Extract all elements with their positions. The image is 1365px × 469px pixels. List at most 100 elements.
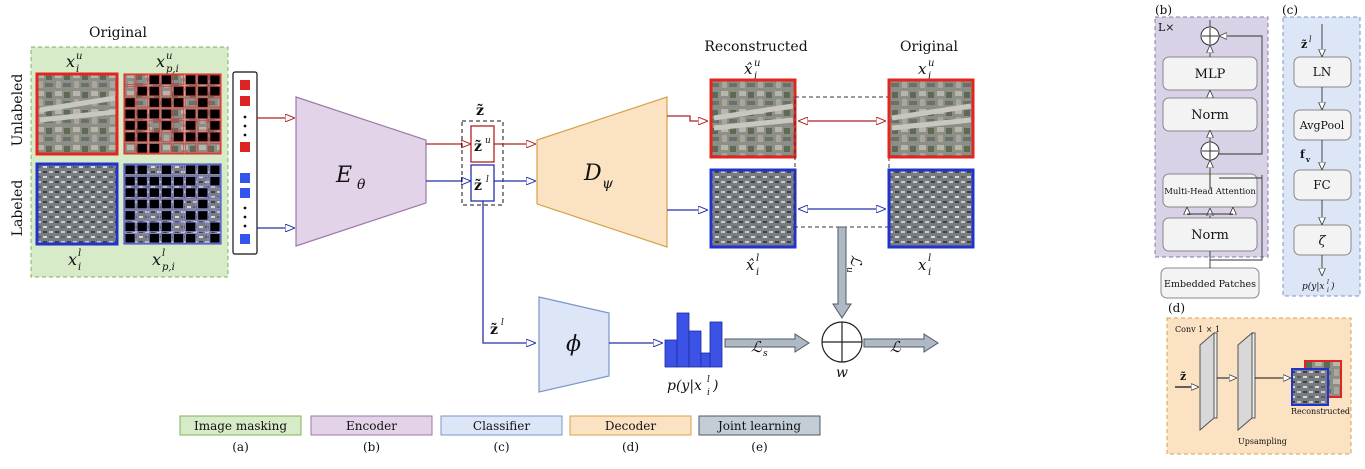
svg-text:i: i bbox=[78, 262, 81, 273]
legend-tag: (b) bbox=[363, 440, 380, 454]
weight-label: w bbox=[836, 365, 848, 381]
panel-b-repeat: L× bbox=[1158, 21, 1175, 34]
svg-text:u: u bbox=[844, 267, 854, 273]
svg-text:l: l bbox=[707, 375, 710, 385]
x-pl-label: x p,i l bbox=[152, 248, 175, 273]
svg-text:x: x bbox=[918, 256, 927, 274]
svg-text:LN: LN bbox=[1313, 65, 1331, 79]
svg-text:x: x bbox=[152, 250, 161, 269]
labeled-side-label: Labeled bbox=[10, 180, 26, 237]
arrow-decoder-recon-u bbox=[667, 115, 707, 121]
panel-c-z-label: z̃ l bbox=[1301, 35, 1312, 51]
svg-text:ψ: ψ bbox=[602, 176, 614, 192]
svg-text:l: l bbox=[1327, 279, 1329, 286]
svg-text:D: D bbox=[583, 161, 602, 186]
legend-label: Joint learning bbox=[716, 419, 801, 433]
svg-text:u: u bbox=[76, 51, 82, 62]
x-l-label: x i l bbox=[68, 248, 81, 273]
total-loss-arrow bbox=[863, 333, 939, 353]
token-blue bbox=[240, 188, 250, 198]
panel-c-tag: (c) bbox=[1282, 3, 1298, 17]
legend-label: Classifier bbox=[473, 419, 530, 433]
svg-text:i: i bbox=[1327, 287, 1329, 294]
classifier-block bbox=[538, 296, 610, 393]
avgpool-block bbox=[1293, 109, 1352, 141]
svg-text:Norm: Norm bbox=[1191, 228, 1229, 243]
legend-swatch bbox=[310, 415, 433, 436]
svg-text:ζ: ζ bbox=[1318, 234, 1326, 249]
svg-text:l: l bbox=[1309, 35, 1312, 44]
svg-text:E: E bbox=[335, 163, 352, 188]
legend: Image masking(a)Encoder(b)Classifier(c)D… bbox=[179, 415, 821, 454]
svg-text:AvgPool: AvgPool bbox=[1299, 119, 1345, 132]
legend-tag: (a) bbox=[232, 440, 249, 454]
panel-d-recon-l bbox=[1291, 368, 1329, 406]
svg-text:Multi-Head Attention: Multi-Head Attention bbox=[1164, 187, 1256, 197]
svg-text:x̂: x̂ bbox=[744, 60, 753, 78]
svg-text:l: l bbox=[486, 175, 489, 185]
legend-label: Image masking bbox=[194, 419, 287, 433]
loss-u-arrow bbox=[832, 226, 852, 319]
reconstructed-label: Reconstructed bbox=[704, 39, 807, 55]
total-loss-label: ℒ bbox=[890, 338, 902, 356]
conv-label: Conv 1 × 1 bbox=[1175, 325, 1220, 334]
svg-text:l: l bbox=[501, 318, 504, 328]
svg-text:f: f bbox=[1300, 148, 1306, 161]
panel-d-tag: (d) bbox=[1168, 301, 1185, 315]
xr-l-label: x i l bbox=[918, 253, 931, 278]
unlabeled-side-label: Unlabeled bbox=[10, 74, 26, 147]
svg-text:l: l bbox=[162, 248, 165, 259]
upsampling-layer bbox=[1237, 331, 1253, 432]
reconstructed-labeled-image bbox=[709, 168, 797, 249]
legend-label: Encoder bbox=[346, 419, 397, 433]
legend-swatch bbox=[179, 415, 302, 436]
loss-s-label: ℒ s bbox=[751, 338, 768, 359]
fc-block bbox=[1293, 169, 1352, 201]
classifier-label: ϕ bbox=[566, 332, 581, 357]
decoder-block bbox=[536, 96, 668, 248]
panel-b-tag: (b) bbox=[1155, 3, 1172, 17]
svg-text:z̃: z̃ bbox=[1301, 38, 1307, 51]
labeled-image bbox=[35, 162, 119, 246]
svg-text:ℒ: ℒ bbox=[847, 255, 865, 267]
z-l-label: z̃ l bbox=[474, 175, 489, 194]
svg-text:l: l bbox=[756, 253, 759, 264]
loss-u-label: ℒ u bbox=[844, 255, 865, 273]
x-pu-label: x p,i u bbox=[156, 51, 179, 75]
legend-swatch bbox=[440, 415, 563, 436]
masked-unlabeled-patches bbox=[123, 73, 222, 155]
svg-text:i: i bbox=[76, 64, 79, 75]
xhat-u-label: x̂ i u bbox=[744, 58, 760, 82]
original-right-label: Original bbox=[900, 39, 958, 55]
svg-text:x: x bbox=[68, 250, 77, 269]
token-blue bbox=[240, 173, 250, 183]
arrow-zl-classifier bbox=[482, 201, 535, 343]
token-blue bbox=[240, 234, 250, 244]
svg-text:x̂: x̂ bbox=[746, 256, 755, 274]
legend-tag: (e) bbox=[751, 440, 767, 454]
panel-d-z-label: z̃ bbox=[1180, 370, 1186, 383]
token-red bbox=[240, 96, 250, 106]
prob-label: p(y|x i l ) bbox=[667, 375, 718, 398]
z-tilde-label: z̃ bbox=[476, 102, 484, 119]
svg-text:p(y|x: p(y|x bbox=[667, 378, 702, 394]
svg-text:x: x bbox=[66, 52, 75, 71]
panel-d-reconstructed-label: Reconstructed bbox=[1291, 407, 1350, 416]
encoder-label: E θ bbox=[335, 163, 366, 193]
upsampling-label: Upsampling bbox=[1238, 437, 1287, 446]
svg-text:i: i bbox=[928, 267, 931, 278]
svg-text:l: l bbox=[78, 248, 81, 259]
svg-text:): ) bbox=[712, 378, 718, 394]
legend-swatch bbox=[698, 415, 821, 436]
svg-text:i: i bbox=[756, 267, 759, 278]
z-u-label: z̃ u bbox=[474, 136, 491, 155]
svg-text:z̃: z̃ bbox=[490, 321, 498, 338]
token-red bbox=[240, 80, 250, 90]
svg-text:FC: FC bbox=[1313, 178, 1331, 192]
comparison-box bbox=[794, 96, 890, 228]
original-labeled-image bbox=[887, 168, 975, 249]
svg-text:Embedded Patches: Embedded Patches bbox=[1164, 279, 1256, 290]
xr-u-label: x i u bbox=[918, 58, 934, 82]
svg-text:i: i bbox=[707, 388, 710, 398]
